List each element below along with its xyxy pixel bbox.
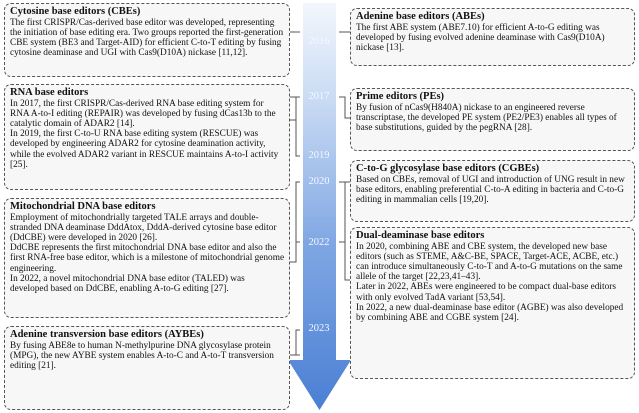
pe-text: By fusion of nCas9(H840A) nickase to an …: [356, 102, 617, 133]
cgbe-title: C-to-G glycosylase base editors (CGBEs): [356, 163, 540, 174]
rna-box: RNA base editors In 2017, the first CRIS…: [4, 84, 290, 190]
dual-title: Dual-deaminase base editors: [356, 230, 485, 241]
cbe-box: Cytosine base editors (CBEs) The first C…: [4, 3, 290, 77]
year-label-2020: 2020: [308, 176, 330, 187]
pe-box: Prime editors (PEs) By fusion of nCas9(H…: [350, 88, 635, 151]
rna-title: RNA base editors: [10, 87, 89, 98]
mito-text-2020: Employment of mitochondrially targeted T…: [10, 212, 277, 243]
rna-text-2019: In 2019, the first C-to-U RNA base editi…: [10, 129, 279, 170]
aybe-box: Adenine transversion base editors (AYBEs…: [4, 326, 290, 410]
dual-text-agbe: In 2022, a new dual-deaminase base edito…: [356, 302, 624, 323]
year-label-2016: 2016: [308, 36, 330, 47]
mito-box: Mitochondrial DNA base editors Employmen…: [4, 198, 290, 318]
abe-box: Adenine base editors (ABEs) The first AB…: [350, 8, 635, 66]
abe-text: The first ABE system (ABE7.10) for effic…: [356, 22, 605, 53]
mito-title: Mitochondrial DNA base editors: [10, 201, 156, 212]
cgbe-text: Based on CBEs, removal of UGI and introd…: [356, 174, 625, 205]
cbe-text: The first CRISPR/Cas-derived base editor…: [10, 17, 284, 59]
dual-box: Dual-deaminase base editors In 2020, com…: [350, 227, 635, 379]
aybe-text: By fusing ABE8e to human N-methylpurine …: [10, 340, 274, 371]
cbe-title: Cytosine base editors (CBEs): [10, 6, 141, 17]
dual-text-2020: In 2020, combining ABE and CBE system, t…: [356, 241, 623, 283]
mito-text-2022: In 2022, a novel mitochondrial DNA base …: [10, 273, 245, 294]
dual-text-compact: Later in 2022, ABEs were engineered to b…: [356, 282, 616, 303]
year-label-2019: 2019: [308, 150, 330, 161]
year-label-2022: 2022: [308, 237, 330, 248]
year-label-2023: 2023: [308, 323, 330, 334]
rna-text-2017: In 2017, the first CRISPR/Cas-derived RN…: [10, 98, 276, 129]
mito-text-milestone: DdCBE represents the first mitochondrial…: [10, 243, 285, 274]
abe-title: Adenine base editors (ABEs): [356, 11, 485, 22]
cgbe-box: C-to-G glycosylase base editors (CGBEs) …: [350, 160, 635, 222]
aybe-title: Adenine transversion base editors (AYBEs…: [10, 329, 204, 340]
pe-title: Prime editors (PEs): [356, 91, 445, 102]
year-label-2017: 2017: [308, 91, 330, 102]
